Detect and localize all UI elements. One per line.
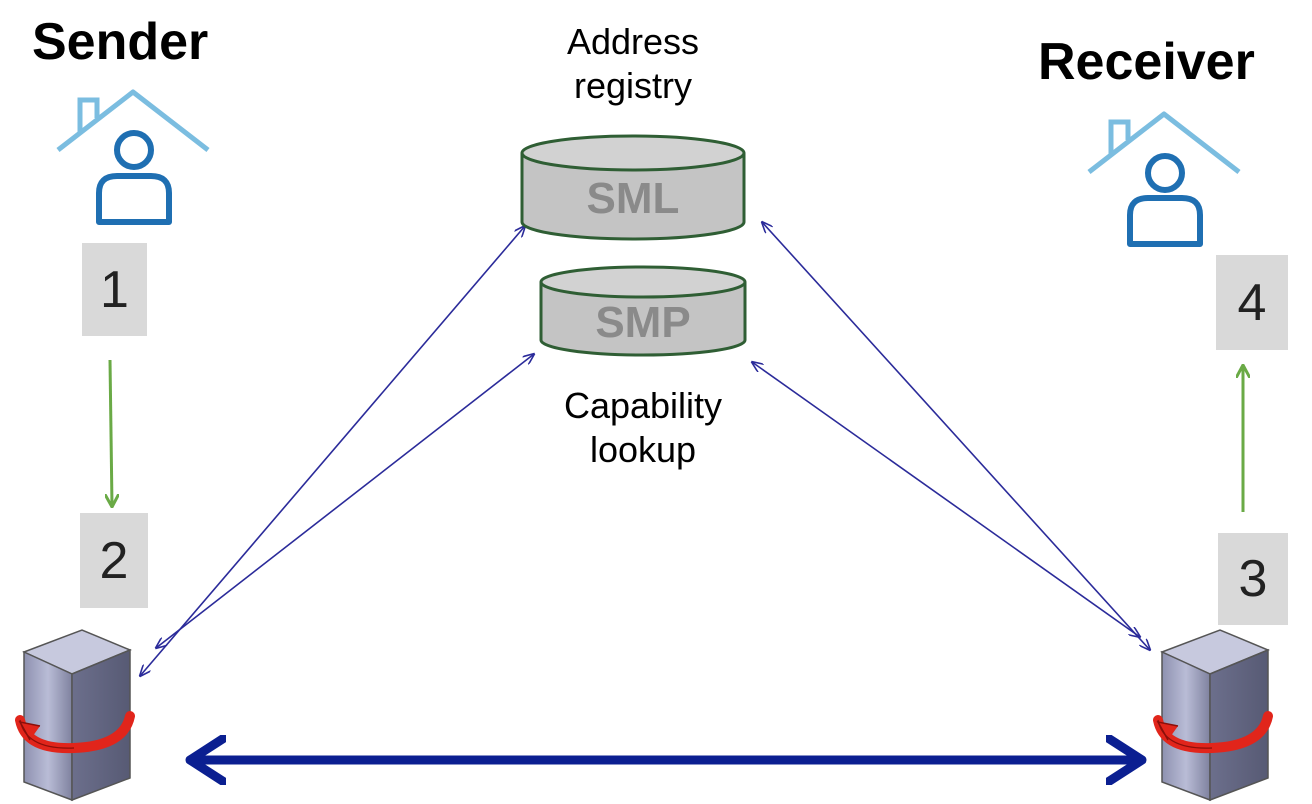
sml-label: SML	[587, 174, 680, 223]
receiver-access-point-server-icon	[1153, 629, 1273, 802]
smp-caption: Capability lookup	[563, 385, 723, 470]
smp-label: SMP	[595, 298, 690, 347]
sender-flow-arrow	[110, 359, 112, 506]
sender-step-1-box: 1	[82, 243, 147, 336]
sender-title: Sender	[32, 13, 209, 71]
sml-caption: Address registry	[566, 21, 700, 106]
receiver-step-3-box: 3	[1218, 533, 1288, 625]
receiver-smp-lookup-arrow	[752, 362, 1140, 637]
receiver-step-4-box: 4	[1216, 255, 1288, 350]
sender-access-point-server-icon	[15, 629, 135, 802]
sml-database-icon	[520, 134, 746, 241]
sender-sml-lookup-arrow	[140, 226, 525, 676]
receiver-title: Receiver	[1038, 33, 1255, 91]
sender-house-user-icon	[56, 89, 210, 225]
receiver-house-user-icon	[1087, 111, 1241, 247]
receiver-sml-lookup-arrow	[762, 222, 1150, 650]
sender-smp-lookup-arrow	[156, 354, 534, 648]
sender-step-2-box: 2	[80, 513, 148, 608]
smp-database-icon	[539, 265, 747, 357]
